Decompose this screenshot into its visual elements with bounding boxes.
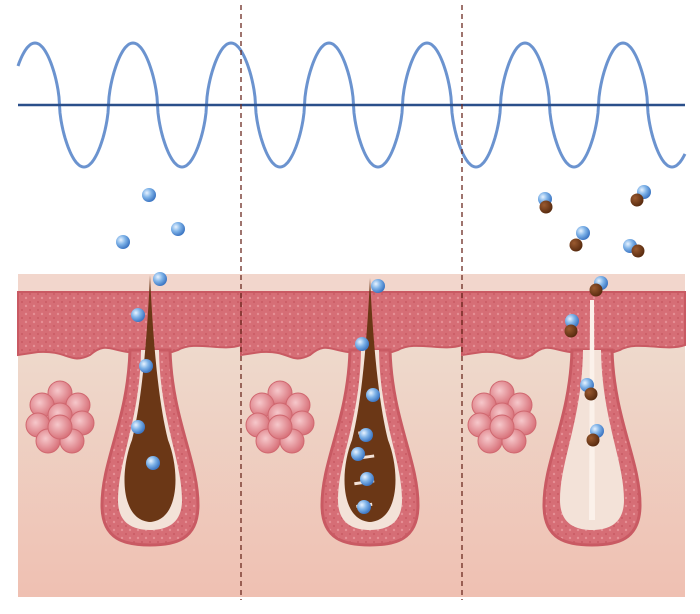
energy-particle xyxy=(146,456,160,470)
hair-debris-particle xyxy=(586,433,600,447)
laser-wave xyxy=(16,41,687,169)
hair-debris-particle xyxy=(631,244,645,258)
panel-dividers xyxy=(240,5,463,600)
particles xyxy=(116,185,651,514)
energy-particle xyxy=(357,500,371,514)
energy-particle xyxy=(355,337,369,351)
hair-debris-particle xyxy=(589,283,603,297)
hair-debris-particle xyxy=(564,324,578,338)
energy-particle xyxy=(576,226,590,240)
energy-particle xyxy=(351,447,365,461)
gland-lobule xyxy=(47,414,73,440)
empty-follicle-channel xyxy=(589,300,595,520)
hair-shaft xyxy=(124,275,176,522)
energy-particle xyxy=(142,188,156,202)
hair-debris-particle xyxy=(569,238,583,252)
energy-particle xyxy=(153,272,167,286)
epidermis-panel-1 xyxy=(17,291,242,360)
laser-wave-line xyxy=(16,41,687,169)
hair-debris-particle xyxy=(630,193,644,207)
energy-particle xyxy=(366,388,380,402)
sebaceous-gland xyxy=(25,380,95,454)
energy-particle xyxy=(171,222,185,236)
energy-particle xyxy=(360,472,374,486)
energy-particle xyxy=(139,359,153,373)
epidermis-panel-2 xyxy=(240,291,463,360)
hair-debris-particle xyxy=(539,200,553,214)
skin xyxy=(17,274,686,597)
epidermis xyxy=(17,291,686,360)
energy-particle xyxy=(131,420,145,434)
energy-particle xyxy=(359,428,373,442)
sebaceous-gland xyxy=(245,380,315,454)
gland-lobule xyxy=(489,414,515,440)
sebaceous-gland xyxy=(467,380,537,454)
energy-particle xyxy=(565,314,579,328)
hair-debris-particle xyxy=(584,387,598,401)
energy-particle xyxy=(116,235,130,249)
energy-particle xyxy=(371,279,385,293)
energy-particle xyxy=(131,308,145,322)
stratum-corneum xyxy=(18,274,685,292)
gland-lobule xyxy=(267,414,293,440)
